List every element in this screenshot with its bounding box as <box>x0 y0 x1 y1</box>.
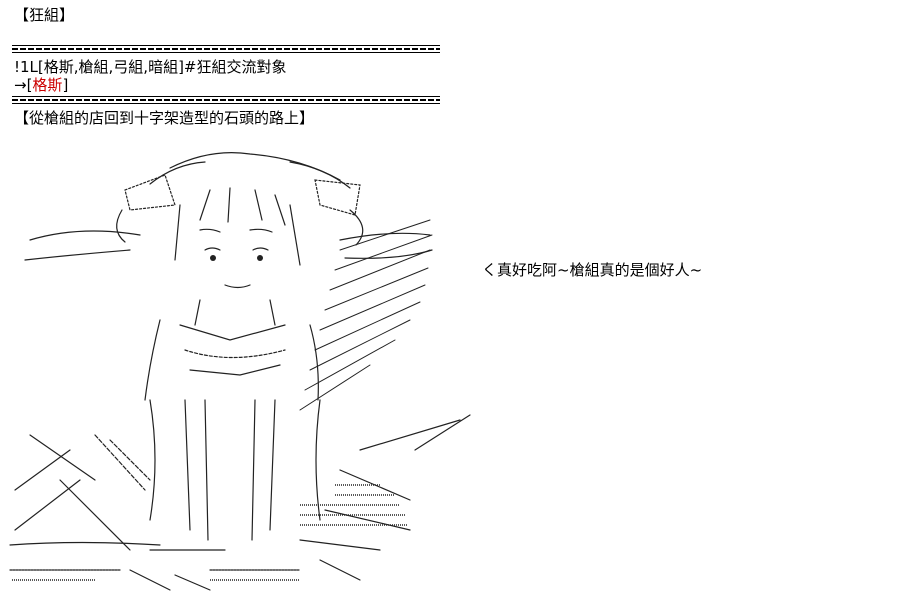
page-title: 【狂組】 <box>14 6 75 24</box>
target-suffix: ] <box>62 76 69 94</box>
target-prefix: →[ <box>14 76 33 94</box>
separator-bottom <box>12 96 440 104</box>
target-name: 格斯 <box>32 76 63 94</box>
thread-info-line: !1L[格斯,槍組,弓組,暗組]#狂組交流對象 <box>14 58 287 76</box>
speech-bubble-text: く真好吃阿~槍組真的是個好人~ <box>482 261 703 279</box>
separator-top <box>12 45 440 53</box>
target-line: →[格斯] <box>14 76 68 94</box>
ascii-art-illustration <box>9 152 471 591</box>
scene-caption: 【從槍組的店回到十字架造型的石頭的路上】 <box>14 109 315 127</box>
